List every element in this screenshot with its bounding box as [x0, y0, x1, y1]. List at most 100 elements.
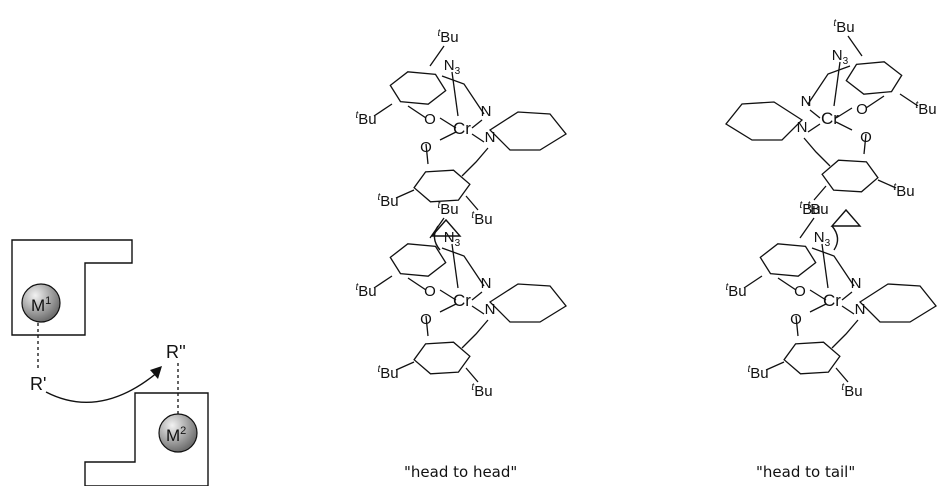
lower-aryl-ring: [413, 341, 471, 375]
phenoxide-link-bottom: [795, 315, 799, 337]
phenoxide-link-top: [407, 277, 427, 291]
chromium-label: Cr: [453, 291, 471, 310]
tbu-label: tBu: [377, 192, 398, 210]
chromium-bonds: [807, 107, 853, 133]
tbu-label: tBu: [471, 382, 492, 400]
cyclohexane-ring: [858, 283, 937, 323]
imine-link-top: [441, 247, 485, 287]
oxygen-label: O: [420, 311, 432, 328]
cooperative-scheme: M1 M2 R' R'': [11, 239, 209, 486]
upper-aryl-ring: [389, 71, 447, 105]
tbu-label: tBu: [833, 18, 854, 36]
chromium-bonds: [439, 117, 485, 143]
oxygen-label: O: [420, 139, 432, 156]
phenoxide-link-bottom: [425, 143, 429, 165]
epoxide: [430, 218, 462, 237]
epoxide: [830, 208, 862, 227]
metal-label-bottom: M2: [166, 425, 186, 445]
cyclohexane-ring: [488, 283, 567, 323]
ligand-label-left: R': [30, 374, 46, 394]
tbu-label: tBu: [355, 110, 376, 128]
phenoxide-link-top: [865, 95, 885, 109]
nitrogen-label: N: [801, 93, 812, 110]
imine-link-top: [441, 75, 485, 115]
phenoxide-link-top: [407, 105, 427, 119]
tbu-label: tBu: [893, 182, 914, 200]
tbu-label: tBu: [799, 200, 820, 218]
ht-attack-arrow: [831, 225, 839, 251]
azide-bond: [833, 61, 841, 107]
chromium-bonds: [809, 289, 855, 315]
caption-head-to-tail: "head to tail": [756, 463, 855, 481]
upper-aryl-ring: [845, 61, 903, 95]
imine-link-bottom: [461, 147, 489, 177]
imine-link-top: [807, 65, 851, 105]
tbu-label: tBu: [355, 282, 376, 300]
cyclohexane-ring: [488, 111, 567, 151]
host-bottom-outline: [84, 392, 209, 486]
tbu-label: tBu: [437, 28, 458, 46]
phenoxide-link-bottom: [863, 133, 867, 155]
oxygen-label: O: [790, 311, 802, 328]
chromium-label: Cr: [823, 291, 841, 310]
tbu-label: tBu: [377, 364, 398, 382]
caption-head-to-head: "head to head": [404, 463, 517, 481]
oxygen-label: O: [860, 129, 872, 146]
phenoxide-link-bottom: [425, 315, 429, 337]
oxygen-label: O: [424, 111, 436, 128]
nitrogen-label: N: [485, 301, 496, 318]
chromium-label: Cr: [821, 109, 839, 128]
metal-sphere-top: [21, 283, 61, 323]
oxygen-label: O: [794, 283, 806, 300]
tbu-label: tBu: [471, 210, 492, 228]
nitrogen-label: N: [851, 275, 862, 292]
imine-link-top: [811, 247, 855, 287]
host-top-outline: [11, 239, 133, 336]
lower-aryl-ring: [783, 341, 841, 375]
imine-link-bottom: [803, 137, 831, 167]
nitrogen-label: N: [855, 301, 866, 318]
tbu-label: tBu: [807, 200, 828, 218]
cyclohexane-ring: [725, 101, 804, 141]
nitrogen-label: N: [481, 275, 492, 292]
oxygen-label: O: [856, 101, 868, 118]
tbu-label: tBu: [915, 100, 936, 118]
nitrogen-label: N: [481, 103, 492, 120]
tbu-arms: [813, 35, 919, 201]
lower-aryl-ring: [413, 169, 471, 203]
azide-bond: [821, 243, 829, 289]
phenoxide-link-top: [777, 277, 797, 291]
upper-aryl-ring: [389, 243, 447, 277]
lower-aryl-ring: [821, 159, 879, 193]
upper-aryl-ring: [759, 243, 817, 277]
tbu-label: tBu: [841, 382, 862, 400]
azide-bond: [451, 243, 459, 289]
oxygen-label: O: [424, 283, 436, 300]
nitrogen-label: N: [485, 129, 496, 146]
tbu-label: tBu: [437, 200, 458, 218]
chromium-bonds: [439, 289, 485, 315]
imine-link-bottom: [831, 319, 859, 349]
imine-link-bottom: [461, 319, 489, 349]
azide-bond: [451, 71, 459, 117]
tbu-arms: [373, 45, 479, 211]
ligand-label-right: R'': [166, 342, 186, 362]
nitrogen-label: N: [797, 119, 808, 136]
complexes-layer: CrN3NNOOtButButButBuCrN3NNOOtButButButBu…: [355, 18, 937, 400]
chromium-label: Cr: [453, 119, 471, 138]
tbu-label: tBu: [747, 364, 768, 382]
epoxide-ring: [830, 208, 862, 227]
hh-attack-arrow: [433, 225, 441, 251]
transfer-arrow: [45, 371, 159, 403]
transfer-arrow-head: [150, 366, 162, 379]
tbu-arms: [743, 217, 849, 383]
epoxide-ring: [430, 218, 462, 237]
